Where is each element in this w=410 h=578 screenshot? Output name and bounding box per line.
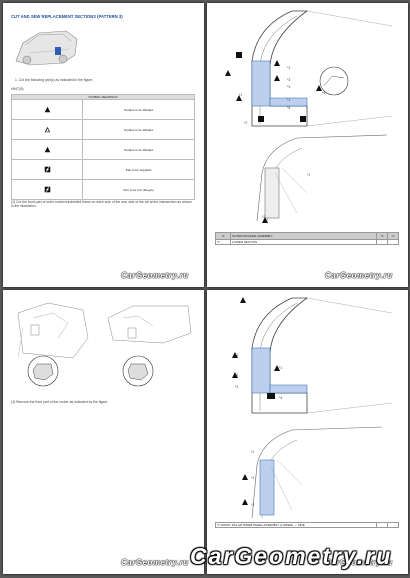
- callout-label: *2: [262, 215, 266, 219]
- watermark: CarGeometry.ru: [121, 271, 189, 280]
- rocker-detail-left: [17, 302, 89, 387]
- watermark: CarGeometry.ru: [325, 271, 393, 280]
- callout-label: *2: [287, 66, 291, 70]
- callout-label: *2: [244, 121, 248, 125]
- triangle-icon: [44, 126, 50, 132]
- instruction-note: (3) Remove the front part of the rocker …: [11, 400, 109, 404]
- watermark: CarGeometry.ru: [325, 558, 393, 567]
- symbol-label: Surface to be Welded: [82, 119, 195, 140]
- callout-label: *5: [287, 106, 291, 110]
- document-page-2: *4 *1 *2 *3 *3 *2 *1 *5 *6 *1 *2 *a OUTE…: [207, 3, 408, 287]
- cut-icon: [44, 166, 50, 172]
- callout-label: *1: [235, 353, 239, 357]
- symbol-label: Surface to be Welded: [82, 99, 195, 120]
- pillar-diagram-lower: [256, 134, 387, 223]
- rocker-detail-right: [107, 305, 192, 387]
- callout-label: *3: [235, 385, 239, 389]
- callout-label: *6: [322, 91, 326, 95]
- table-row: *1 FRONT PILLAR INNER PANEL ASSEMBLY (LO…: [215, 522, 399, 528]
- pillar-diagram-upper: [232, 297, 393, 414]
- callout-label: *1: [307, 173, 311, 177]
- step-text: 1. Cut the following part(s) as indicate…: [15, 78, 94, 82]
- callout-label: *1: [279, 366, 283, 370]
- pillar-diagram-upper: [225, 10, 393, 127]
- instruction-note: (2) Cut the front part of outer rocker/w…: [11, 200, 192, 208]
- cut-icon: [44, 186, 50, 192]
- hint-label: HINT(S):: [11, 87, 25, 91]
- callout-label: *3: [287, 78, 291, 82]
- callout-label: *1: [251, 450, 255, 454]
- callout-label: *1: [287, 98, 291, 102]
- table-row: Surface to be Welded: [11, 99, 195, 120]
- section-heading: CUT AND SEW REPLACEMENT SECTIONS (PATTER…: [11, 14, 123, 19]
- callout-label: *4: [227, 73, 231, 77]
- parts-table: *a OUTER ROCKER ASSEMBLY *b *c *1 LOWER …: [215, 232, 399, 245]
- watermark: CarGeometry.ru: [121, 558, 189, 567]
- callout-label: *1: [239, 93, 243, 97]
- table-row: Surface to be Welded: [11, 119, 195, 140]
- symbol-table: SYMBOL MEANINGS Surface to be Welded Sur…: [11, 94, 195, 200]
- document-page-1: CUT AND SEW REPLACEMENT SECTIONS (PATTER…: [3, 3, 204, 287]
- callout-label: *2: [251, 476, 255, 480]
- table-row: Part to be Supplied: [11, 159, 195, 180]
- symbol-label: Surface to be Welded: [82, 139, 195, 160]
- table-row: Surface to be Welded: [11, 139, 195, 160]
- triangle-icon: [44, 146, 50, 152]
- callout-label: *3: [251, 503, 255, 507]
- callout-label: *2: [235, 373, 239, 377]
- parts-table: *1 FRONT PILLAR INNER PANEL ASSEMBLY (LO…: [215, 522, 399, 528]
- table-row: Part to be Cut (Rough): [11, 179, 195, 200]
- triangle-icon: [44, 106, 50, 112]
- document-page-3: (3) Remove the front part of the rocker …: [3, 290, 204, 574]
- table-row: *1 LOWER SECTION: [215, 239, 399, 245]
- car-body-illustration: [15, 30, 78, 66]
- callout-label: *3: [287, 85, 291, 89]
- symbol-label: Part to be Supplied: [82, 159, 195, 180]
- callout-label: *4: [279, 396, 283, 400]
- symbol-label: Part to be Cut (Rough): [82, 179, 195, 200]
- site-watermark: CarGeometry.ru: [190, 543, 393, 569]
- document-page-4: *1 *2 *3 *1 *4 *1 *2 *3 *1 FRONT PILLAR …: [207, 290, 408, 574]
- table-row: *a OUTER ROCKER ASSEMBLY *b *c: [215, 232, 399, 240]
- pillar-diagram-lower: [242, 426, 382, 519]
